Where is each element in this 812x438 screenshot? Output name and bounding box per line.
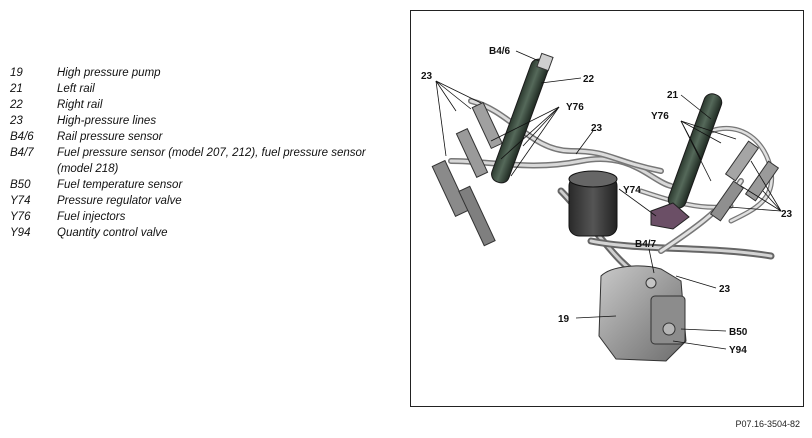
legend-code: B4/7: [10, 147, 34, 159]
right-rail: [491, 52, 554, 184]
center-housing: [568, 170, 618, 237]
legend-code: Y74: [10, 194, 31, 207]
callout-23-middle: 23: [591, 123, 603, 134]
legend-row: Y74 Pressure regulator valve: [10, 194, 390, 210]
legend-row: Y76 Fuel injectors: [10, 210, 390, 226]
callout-21: 21: [667, 90, 679, 101]
legend-row: 22 Right rail: [10, 98, 390, 114]
callout-19: 19: [558, 314, 570, 325]
legend-desc: Fuel pressure sensor (model 207, 212), f…: [57, 147, 366, 175]
callout-y76-left: Y76: [566, 102, 584, 113]
legend-row: B50 Fuel temperature sensor: [10, 178, 390, 194]
callout-22: 22: [583, 74, 595, 85]
callout-leaders: [435, 50, 782, 350]
left-rail: [667, 93, 723, 209]
legend-desc: High pressure pump: [57, 67, 161, 79]
legend-code: 19: [10, 67, 23, 79]
legend-code: 22: [10, 99, 23, 111]
right-injectors: [709, 140, 780, 222]
legend-code: Y76: [10, 210, 31, 223]
left-injectors: [431, 101, 503, 247]
pressure-regulator-valve: [650, 202, 690, 230]
figure-id: P07.16-3504-82: [735, 419, 800, 429]
legend-desc: Pressure regulator valve: [57, 194, 182, 207]
callout-y76-right: Y76: [651, 111, 669, 122]
callout-23-right: 23: [781, 209, 793, 220]
legend-row: 19 High pressure pump: [10, 66, 390, 82]
callout-23-top-left: 23: [421, 71, 433, 82]
legend-desc: Right rail: [57, 99, 103, 111]
legend-row: 23 High-pressure lines: [10, 114, 390, 130]
callout-b4-7: B4/7: [635, 239, 657, 250]
legend: 19 High pressure pump 21 Left rail 22 Ri…: [10, 66, 390, 242]
legend-row: B4/7 Fuel pressure sensor (model 207, 21…: [10, 146, 390, 177]
callout-b4-6: B4/6: [489, 46, 511, 57]
legend-code: B50: [10, 178, 31, 191]
fuel-system-illustration: B4/6 23 22 Y76 23 21 Y76 Y74 23 B4/7 23 …: [421, 46, 793, 362]
legend-desc: Fuel temperature sensor: [57, 178, 183, 191]
legend-desc: Quantity control valve: [57, 226, 168, 239]
legend-desc: High-pressure lines: [57, 115, 157, 127]
legend-row: 21 Left rail: [10, 82, 390, 98]
callout-b50: B50: [729, 327, 748, 338]
callout-23-bottom-right: 23: [719, 284, 731, 295]
legend-desc: Fuel injectors: [57, 210, 126, 223]
legend-row: B4/6 Rail pressure sensor: [10, 130, 390, 146]
legend-row: Y94 Quantity control valve: [10, 226, 390, 242]
legend-code: 23: [10, 115, 23, 127]
legend-code: Y94: [10, 226, 31, 239]
legend-desc: Left rail: [57, 83, 95, 95]
callout-y74: Y74: [623, 185, 641, 196]
legend-code: 21: [10, 83, 23, 95]
legend-code: B4/6: [10, 131, 34, 143]
high-pressure-pump: [598, 265, 687, 362]
legend-desc: Rail pressure sensor: [57, 131, 163, 143]
callout-y94: Y94: [729, 345, 747, 356]
figure-frame: B4/6 23 22 Y76 23 21 Y76 Y74 23 B4/7 23 …: [410, 10, 804, 407]
